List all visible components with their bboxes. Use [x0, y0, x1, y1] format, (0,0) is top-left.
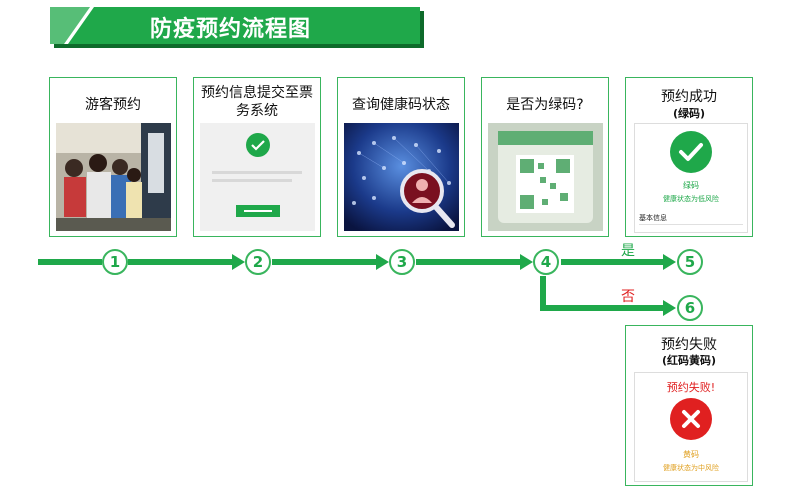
green-code-label: 绿码	[683, 181, 699, 190]
step-5-title: 预约成功	[661, 89, 717, 105]
page-title: 防疫预约流程图	[150, 17, 312, 42]
divider	[639, 224, 743, 225]
basic-info-label: 基本信息	[639, 214, 667, 222]
step-5-circle: 5	[677, 249, 703, 275]
step-5-subtitle: (绿码)	[672, 107, 706, 120]
step-3-circle: 3	[389, 249, 415, 275]
step-4-card: 是否为绿码?	[481, 77, 609, 237]
low-risk-status: 健康状态为低风险	[663, 195, 719, 203]
branch-no-label: 否	[621, 289, 635, 305]
step-2-card: 预约信息提交至票务系统	[193, 77, 321, 237]
step-6-circle: 6	[677, 295, 703, 321]
check-circle-icon	[670, 131, 712, 173]
fail-text: 预约失败!	[666, 381, 716, 394]
step-6-subtitle: (红码黄码)	[661, 354, 717, 367]
step-4-title: 是否为绿码?	[506, 97, 584, 113]
yellow-code-label: 黄码	[683, 450, 699, 459]
fail-panel: 预约失败! 黄码 健康状态为中风险	[634, 372, 748, 482]
step-6-card: 预约失败 (红码黄码) 预约失败! 黄码 健康状态为中风险	[625, 325, 753, 486]
step-3-title: 查询健康码状态	[352, 97, 450, 113]
branch-yes-label: 是	[621, 243, 635, 259]
step-3-card: 查询健康码状态	[337, 77, 465, 237]
green-code-photo	[488, 123, 603, 231]
success-panel: 绿码 健康状态为低风险 基本信息	[634, 123, 748, 233]
title-banner	[50, 7, 420, 44]
cross-circle-icon	[670, 398, 712, 440]
step-1-circle: 1	[102, 249, 128, 275]
step-4-circle: 4	[533, 249, 559, 275]
step-5-card: 预约成功 (绿码) 绿码 健康状态为低风险 基本信息	[625, 77, 753, 237]
title-notch	[50, 7, 94, 44]
step-1-title: 游客预约	[85, 97, 141, 113]
step-2-title: 预约信息提交至票务系统	[201, 85, 313, 119]
submit-screen	[200, 123, 315, 231]
visitors-photo	[56, 123, 171, 231]
step-6-title: 预约失败	[661, 337, 717, 353]
step-1-card: 游客预约	[49, 77, 177, 237]
step-2-circle: 2	[245, 249, 271, 275]
network-search-image	[344, 123, 459, 231]
medium-risk-status: 健康状态为中风险	[663, 464, 719, 472]
